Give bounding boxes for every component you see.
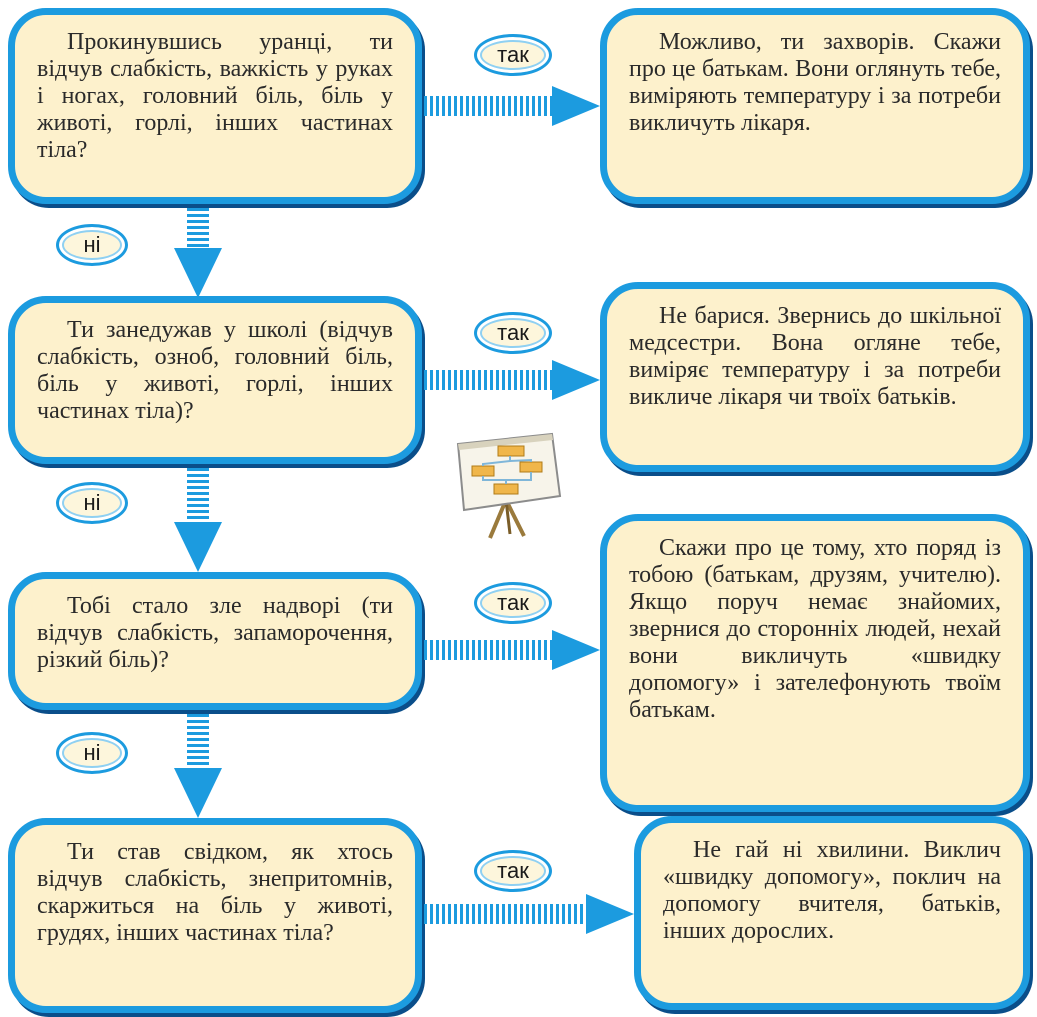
yes-arrow-2: [424, 360, 600, 400]
no-badge-3: ні: [56, 732, 128, 774]
answer-box-3: Скажи про це тому, хто поряд із тобою (б…: [600, 514, 1030, 812]
no-arrow-3: [174, 714, 222, 818]
question-box-2: Ти занедужав у школі (відчув слабкість, …: [8, 296, 422, 464]
no-badge-2: ні: [56, 482, 128, 524]
yes-arrow-4: [424, 894, 634, 934]
answer-text-1: Можливо, ти захворів. Скажи про це батьк…: [629, 29, 1001, 136]
answer-box-1: Можливо, ти захворів. Скажи про це батьк…: [600, 8, 1030, 204]
no-arrow-1: [174, 208, 222, 298]
no-arrow-2: [174, 468, 222, 572]
answer-box-2: Не барися. Звернись до шкільної медсестр…: [600, 282, 1030, 472]
question-text-2: Ти занедужав у школі (відчув слабкість, …: [37, 317, 393, 424]
question-box-3: Тобі стало зле надворі (ти відчув слабкі…: [8, 572, 422, 710]
flowchart-easel-icon: [456, 432, 562, 539]
answer-text-2: Не барися. Звернись до шкільної медсестр…: [629, 303, 1001, 410]
question-box-1: Прокинувшись уранці, ти відчув слабкість…: [8, 8, 422, 204]
question-text-1: Прокинувшись уранці, ти відчув слабкість…: [37, 29, 393, 163]
question-text-3: Тобі стало зле надворі (ти відчув слабкі…: [37, 593, 393, 673]
answer-box-4: Не гай ні хвилини. Виклич «швидку допомо…: [634, 816, 1030, 1010]
yes-arrow-1: [424, 86, 600, 126]
yes-badge-2: так: [474, 312, 552, 354]
question-text-4: Ти став свідком, як хтось відчув слабкіс…: [37, 839, 393, 946]
yes-badge-4: так: [474, 850, 552, 892]
yes-badge-3: так: [474, 582, 552, 624]
answer-text-4: Не гай ні хвилини. Виклич «швидку допомо…: [663, 837, 1001, 944]
yes-arrow-3: [424, 630, 600, 670]
answer-text-3: Скажи про це тому, хто поряд із тобою (б…: [629, 535, 1001, 723]
no-badge-1: ні: [56, 224, 128, 266]
question-box-4: Ти став свідком, як хтось відчув слабкіс…: [8, 818, 422, 1013]
yes-badge-1: так: [474, 34, 552, 76]
